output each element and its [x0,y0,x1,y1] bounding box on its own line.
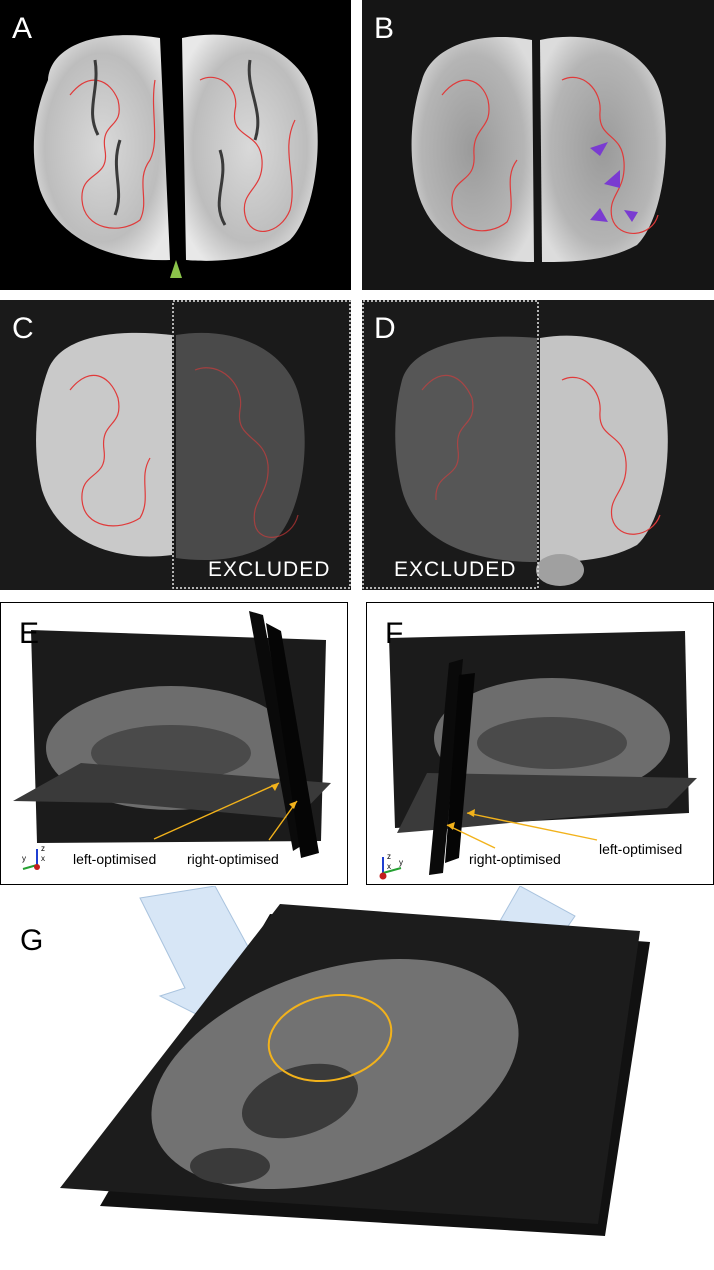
exclusion-box [172,300,351,589]
panel-label-g: G [20,924,44,957]
panel-label-f: F [385,617,404,650]
brainstem [536,554,584,586]
highlight-ellipse [267,993,393,1083]
panel-label-e: E [19,617,40,650]
arrow-right-optimised [446,824,496,849]
purple-arrowheads [590,142,638,222]
arrow-left-optimised [466,812,598,841]
panel-e-3d-planes: z y x [13,611,331,870]
left-optimised-plane [445,673,475,863]
label-right-optimised: right-optimised [187,851,279,867]
excluded-label-c: EXCLUDED [208,558,331,581]
panel-b: B [362,0,714,290]
excluded-hemisphere [395,336,537,562]
panel-label-a: A [12,12,33,45]
right-hemisphere [182,34,318,261]
panel-d: D EXCLUDED [362,300,714,590]
cortical-contour [421,374,661,535]
cortical-contour [69,76,296,232]
panel-f: z y x F right-optimised left-optimised [366,602,714,885]
axes-indicator [22,849,40,870]
axial-plane [397,773,697,833]
panel-a-brain-image [33,34,318,278]
arrow-left-optimised [153,782,280,840]
axis-z-label: z [41,844,45,853]
label-left-optimised: left-optimised [599,841,683,857]
panel-g-merged-volume [60,886,650,1236]
panel-label-c: C [12,312,34,345]
right-optimised-plane [266,623,319,858]
exclusion-box [362,300,539,589]
excluded-label-d: EXCLUDED [394,558,517,581]
axis-y-label: y [22,854,26,863]
panel-b-brain-image [411,36,666,262]
panel-g: G [0,886,714,1270]
left-hemisphere [411,36,534,262]
label-left-optimised: left-optimised [73,851,157,867]
axis-x-label: x [387,862,391,871]
label-right-optimised: right-optimised [469,851,561,867]
sulci [91,59,260,226]
panel-label-d: D [374,312,396,345]
right-optimised-plane [429,659,463,875]
axis-y-label: y [399,858,403,867]
panel-f-3d-planes: z y x [379,631,697,880]
included-hemisphere [540,335,668,562]
green-arrowhead [170,260,182,278]
panel-label-b: B [374,12,395,45]
cortical-contour [441,76,659,234]
cortical-contour [69,367,299,538]
axes-indicator [379,857,402,880]
panel-d-brain-image [362,300,668,589]
panel-c-brain-image [36,300,351,589]
axial-plane [13,763,331,819]
arrow-right-optimised [268,800,298,841]
left-hemisphere [33,35,170,261]
excluded-hemisphere [176,332,305,561]
panel-c: C EXCLUDED [0,300,351,590]
panel-a: A [0,0,351,290]
axis-x-label: x [41,854,45,863]
axis-z-label: z [387,852,391,861]
panel-e: z y x E left-optimised right-optimised [0,602,348,885]
